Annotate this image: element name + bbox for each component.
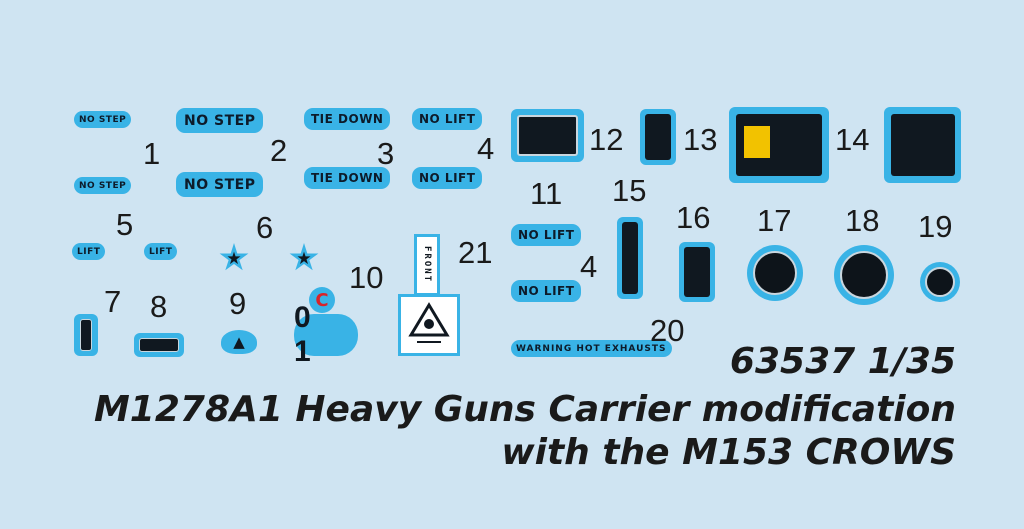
decal-number-13: 13 bbox=[683, 122, 718, 157]
decal-no-step-large: NO STEP bbox=[176, 172, 264, 197]
decal-warning-sign bbox=[398, 294, 460, 356]
decal-number-3: 3 bbox=[377, 136, 395, 171]
decal-vertical-panel bbox=[617, 217, 643, 299]
decal-control-panel bbox=[679, 242, 715, 302]
decal-data-plate bbox=[511, 109, 584, 162]
decal-no-lift: NO LIFT bbox=[412, 167, 483, 189]
decal-no-lift: NO LIFT bbox=[412, 108, 483, 130]
decal-number-8: 8 bbox=[150, 289, 168, 324]
decal-number-1: 1 bbox=[143, 136, 161, 171]
decal-gauge-19 bbox=[920, 262, 960, 302]
decal-number-5: 5 bbox=[116, 207, 134, 242]
display-yellow-block bbox=[744, 126, 770, 158]
decal-number-21: 21 bbox=[458, 235, 493, 270]
decal-number-plate-01: 0 1 bbox=[294, 301, 358, 368]
decal-tie-down: TIE DOWN bbox=[304, 167, 391, 189]
decal-number-12: 12 bbox=[589, 122, 624, 157]
product-title-line-2: with the M153 CROWS bbox=[501, 432, 956, 473]
decal-display-screen-a bbox=[729, 107, 829, 183]
decal-gauge-17 bbox=[747, 245, 803, 301]
decal-tie-down: TIE DOWN bbox=[304, 108, 391, 130]
decal-number-17: 17 bbox=[757, 203, 792, 238]
decal-no-lift: NO LIFT bbox=[511, 224, 582, 246]
decal-lift: LIFT bbox=[72, 243, 106, 260]
decal-number-16: 16 bbox=[676, 200, 711, 235]
decal-number-7: 7 bbox=[104, 284, 122, 319]
product-title-line-1: M1278A1 Heavy Guns Carrier modification bbox=[93, 389, 956, 430]
decal-name-plate bbox=[134, 333, 184, 357]
decal-display-screen-b bbox=[884, 107, 961, 183]
decal-star bbox=[219, 243, 249, 271]
decal-warning-hot-exhausts: WARNING HOT EXHAUSTS bbox=[511, 340, 672, 357]
decal-number-10: 10 bbox=[349, 260, 384, 295]
decal-number-15: 15 bbox=[612, 173, 647, 208]
decal-number-2: 2 bbox=[270, 133, 288, 168]
decal-no-step-small: NO STEP bbox=[74, 177, 132, 194]
decal-number-11: 11 bbox=[530, 176, 563, 211]
decal-number-6: 6 bbox=[256, 210, 274, 245]
decal-number-4: 4 bbox=[477, 131, 495, 166]
decal-star bbox=[289, 243, 319, 271]
decal-front-plate: FRONT bbox=[414, 234, 440, 296]
decal-number-14: 14 bbox=[835, 122, 870, 157]
decal-gauge-18 bbox=[834, 245, 894, 305]
decal-letter-c: C bbox=[309, 287, 335, 313]
decal-small-plate bbox=[74, 314, 98, 356]
emblem-icon: ▲ bbox=[233, 333, 245, 351]
decal-no-step-small: NO STEP bbox=[74, 111, 132, 128]
catalog-number: 63537 1/35 bbox=[729, 341, 956, 382]
decal-number-4-b: 4 bbox=[580, 249, 598, 284]
decal-no-lift: NO LIFT bbox=[511, 280, 582, 302]
decal-number-18: 18 bbox=[845, 203, 880, 238]
front-label: FRONT bbox=[422, 246, 432, 284]
decal-no-step-large: NO STEP bbox=[176, 108, 264, 133]
decal-emblem-9: ▲ bbox=[221, 330, 257, 354]
decal-lift: LIFT bbox=[144, 243, 178, 260]
decal-number-19: 19 bbox=[918, 209, 953, 244]
decal-number-9: 9 bbox=[229, 286, 247, 321]
decal-number-20: 20 bbox=[650, 313, 685, 348]
warning-triangle-icon bbox=[408, 302, 450, 343]
decal-switch-panel bbox=[640, 109, 676, 165]
